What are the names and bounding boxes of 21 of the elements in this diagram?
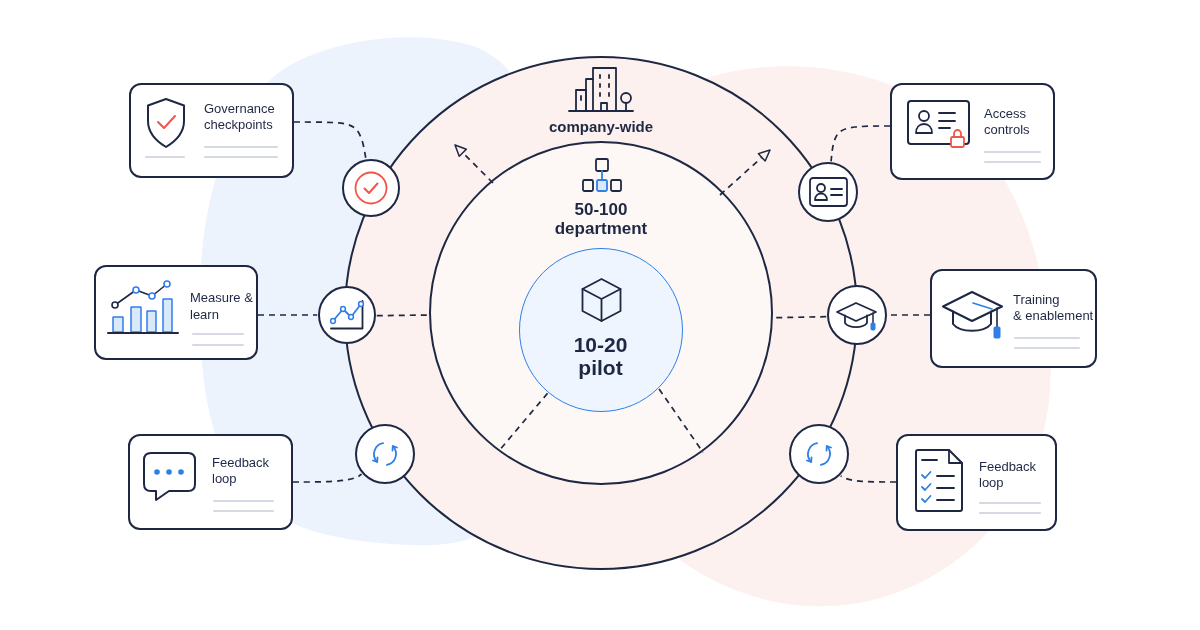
card-title: Measure & learn xyxy=(190,290,253,323)
connector xyxy=(293,121,367,160)
card-title: Training & enablement xyxy=(1013,291,1094,325)
connector xyxy=(375,314,430,317)
connector xyxy=(292,473,363,483)
stage-label: 50-100 department xyxy=(554,200,648,238)
feature-card xyxy=(129,83,294,178)
feature-card xyxy=(128,434,293,530)
connector xyxy=(839,474,897,483)
feature-card xyxy=(930,269,1097,368)
stage-label: company-wide xyxy=(548,117,654,136)
feature-card xyxy=(94,265,258,360)
stage-label: 10-20 pilot xyxy=(573,332,628,379)
card-title: Governance checkpoints xyxy=(204,100,275,134)
feature-card xyxy=(896,434,1057,531)
card-title: Access controls xyxy=(984,105,1030,139)
connector xyxy=(830,125,891,163)
card-title: Feedback loop xyxy=(979,458,1037,492)
connector xyxy=(257,314,319,316)
feature-card xyxy=(890,83,1055,180)
card-title: Feedback loop xyxy=(212,454,270,488)
